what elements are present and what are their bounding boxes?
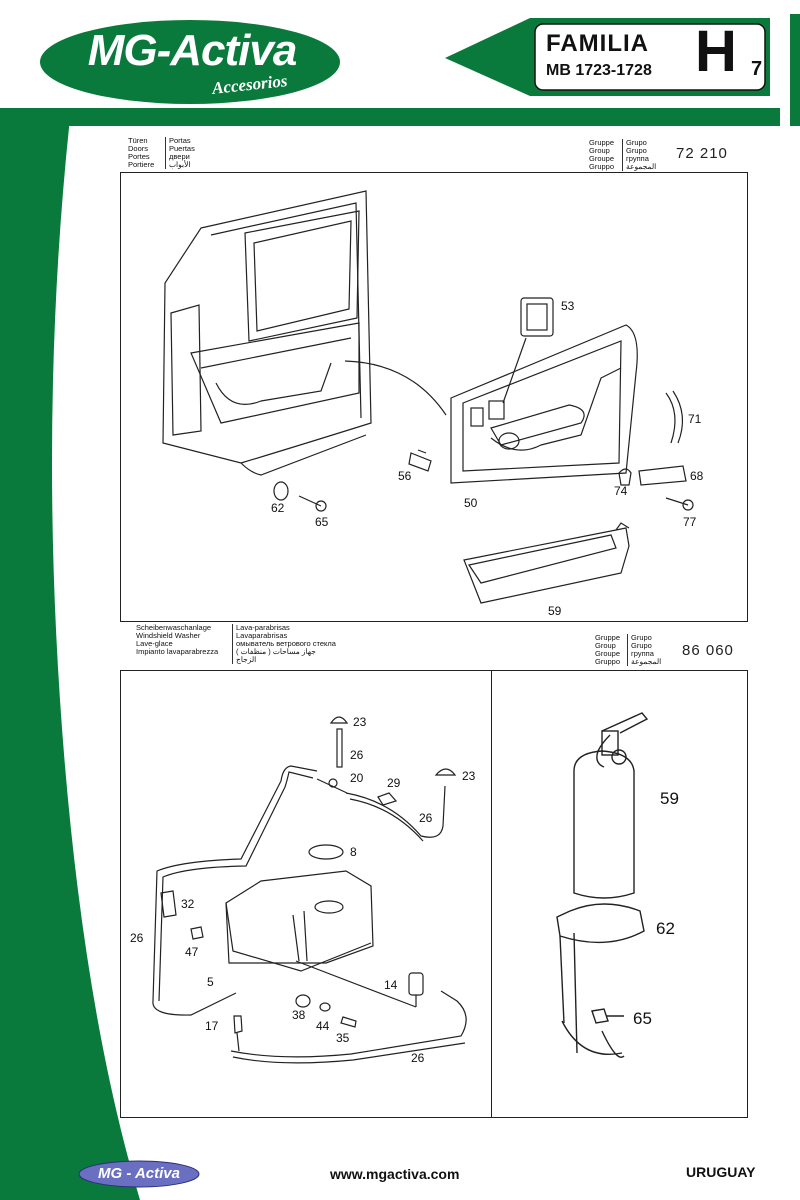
group-label: Group bbox=[595, 641, 616, 650]
washer-diagram-panel: 23 26 20 29 23 26 8 32 26 47 5 14 17 38 … bbox=[120, 670, 493, 1118]
lang-label: Portes bbox=[128, 152, 150, 161]
group-value: المجموعة bbox=[626, 162, 657, 171]
lang-value: Lava-parabrisas bbox=[236, 623, 290, 632]
section2-group-number: 86 060 bbox=[682, 642, 734, 659]
section1-lang-values: Portas Puertas двери الأبواب bbox=[165, 137, 195, 169]
lang-label: Türen bbox=[128, 136, 148, 145]
part-number: 71 bbox=[688, 412, 702, 426]
familia-label: FAMILIA bbox=[546, 30, 649, 57]
lang-label: Doors bbox=[128, 144, 149, 153]
section2-lang-labels: Scheibenwaschanlage Windshield Washer La… bbox=[136, 624, 218, 656]
group-label: Gruppe bbox=[595, 633, 621, 642]
part-number: 68 bbox=[690, 469, 704, 483]
part-number: 38 bbox=[292, 1008, 306, 1022]
group-value: المجموعة bbox=[631, 657, 662, 666]
group-value: Grupo bbox=[631, 633, 652, 642]
footer-website[interactable]: www.mgactiva.com bbox=[330, 1166, 460, 1182]
part-number: 65 bbox=[315, 515, 329, 529]
footer-country: URUGUAY bbox=[686, 1164, 756, 1180]
section1-group-number: 72 210 bbox=[676, 145, 728, 162]
part-number: 29 bbox=[387, 776, 401, 790]
part-number: 74 bbox=[614, 484, 628, 498]
part-number: 26 bbox=[130, 931, 144, 945]
group-label: Gruppe bbox=[589, 138, 615, 147]
section1-group-labels: Gruppe Group Groupe Gruppo bbox=[589, 139, 614, 171]
doors-diagram bbox=[162, 190, 694, 604]
lang-value: Lavaparabrisas bbox=[236, 631, 288, 640]
extinguisher-diagram-panel: 59 62 65 bbox=[491, 670, 748, 1118]
part-number: 77 bbox=[683, 515, 697, 529]
part-number: 53 bbox=[561, 299, 575, 313]
group-label: Groupe bbox=[595, 649, 621, 658]
part-number: 35 bbox=[336, 1031, 350, 1045]
lang-value: двери bbox=[169, 152, 190, 161]
part-number: 26 bbox=[411, 1051, 425, 1065]
doors-diagram-panel: 53 71 56 50 74 68 62 65 77 59 bbox=[120, 172, 748, 622]
part-number: 56 bbox=[398, 469, 412, 483]
lang-value: جهاز مساحات ( منظفات ) bbox=[236, 647, 316, 656]
part-number: 44 bbox=[316, 1019, 330, 1033]
group-value: Grupo bbox=[626, 146, 647, 155]
part-number: 32 bbox=[181, 897, 195, 911]
group-value: Grupo bbox=[626, 138, 647, 147]
lang-value: الأبواب bbox=[169, 160, 191, 169]
washer-diagram bbox=[152, 716, 467, 1064]
part-number: 26 bbox=[419, 811, 433, 825]
part-number: 8 bbox=[350, 845, 357, 859]
part-number: 62 bbox=[656, 919, 675, 938]
part-number: 65 bbox=[633, 1009, 652, 1028]
lang-value: омыватель ветрового стекла bbox=[236, 639, 336, 648]
group-label: Gruppo bbox=[595, 657, 621, 666]
footer-logo-ellipse bbox=[78, 1160, 200, 1188]
part-number: 50 bbox=[464, 496, 478, 510]
extinguisher-diagram bbox=[556, 712, 649, 1058]
part-number: 62 bbox=[271, 501, 285, 515]
lang-label: Windshield Washer bbox=[136, 631, 201, 640]
part-number: 59 bbox=[660, 789, 679, 808]
lang-label: Scheibenwaschanlage bbox=[136, 623, 212, 632]
family-number: 7 bbox=[751, 58, 763, 80]
lang-value: Portas bbox=[169, 136, 191, 145]
brand-logo: MG-Activa bbox=[87, 26, 298, 75]
part-number: 14 bbox=[384, 978, 398, 992]
group-label: Gruppo bbox=[589, 162, 615, 171]
family-letter: H bbox=[695, 19, 737, 84]
group-label: Group bbox=[589, 146, 610, 155]
part-number: 23 bbox=[353, 715, 367, 729]
group-value: Grupo bbox=[631, 641, 652, 650]
group-value: группа bbox=[631, 649, 654, 658]
lang-value: Puertas bbox=[169, 144, 195, 153]
group-label: Groupe bbox=[589, 154, 615, 163]
group-value: группа bbox=[626, 154, 649, 163]
part-number: 26 bbox=[350, 748, 364, 762]
section2-group-values: Grupo Grupo группа المجموعة bbox=[627, 634, 661, 666]
part-number: 5 bbox=[207, 975, 214, 989]
lang-label: Portiere bbox=[128, 160, 155, 169]
part-number: 17 bbox=[205, 1019, 219, 1033]
part-number: 20 bbox=[350, 771, 364, 785]
lang-label: Lave-glace bbox=[136, 639, 173, 648]
section1-group-values: Grupo Grupo группа المجموعة bbox=[622, 139, 656, 171]
part-number: 23 bbox=[462, 769, 476, 783]
lang-value: الزجاج bbox=[236, 655, 257, 664]
section1-lang-labels: Türen Doors Portes Portiere bbox=[128, 137, 154, 169]
part-number: 59 bbox=[548, 604, 562, 618]
model-range: MB 1723-1728 bbox=[546, 62, 652, 79]
part-number: 47 bbox=[185, 945, 199, 959]
lang-label: Impianto lavaparabrezza bbox=[136, 647, 219, 656]
section2-lang-values: Lava-parabrisas Lavaparabrisas омыватель… bbox=[232, 624, 336, 664]
footer-logo: MG - Activa bbox=[98, 1165, 180, 1182]
section2-group-labels: Gruppe Group Groupe Gruppo bbox=[595, 634, 620, 666]
